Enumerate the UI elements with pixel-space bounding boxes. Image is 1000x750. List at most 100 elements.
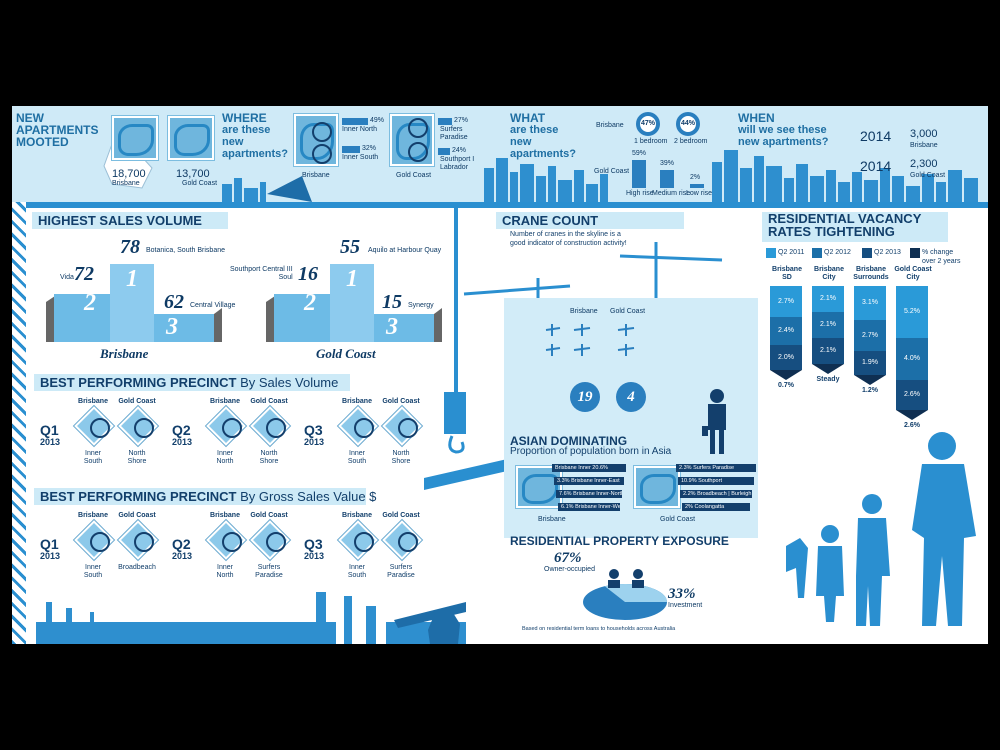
vacancy-segment: 2.7% <box>770 286 802 317</box>
precinct-value-title: BEST PERFORMING PRECINCT By Gross Sales … <box>34 488 376 505</box>
what-brisbane-label: Brisbane <box>596 122 624 129</box>
brisbane-header: Brisbane <box>78 512 108 519</box>
crane-tower-left <box>12 202 26 644</box>
what-subtitle: are these new apartments? <box>510 124 577 160</box>
asian-brisbane-row: 7.6% Brisbane Inner-North <box>556 490 622 498</box>
southport-bar <box>438 148 450 155</box>
goldcoast-header: Gold Coast <box>118 398 156 405</box>
inner-north-pct: 49% <box>370 117 385 124</box>
vacancy-col-header: Gold Coast City <box>894 266 932 281</box>
goldcoast-crane-count: 4 <box>616 382 646 412</box>
asian-brisbane-row: 3.3% Brisbane Inner-East <box>554 477 624 485</box>
vacancy-col-header: Brisbane SD <box>772 266 802 281</box>
brisbane-precinct: Inner South <box>83 564 103 579</box>
goldcoast-precinct: Broadbeach <box>118 564 156 571</box>
legend-swatch-change <box>910 248 920 258</box>
brisbane-podium-label: Brisbane <box>100 346 149 361</box>
magnifier-icon <box>398 418 418 438</box>
g3-name: Synergy <box>408 302 434 309</box>
investment-label: Investment <box>668 602 703 609</box>
goldcoast-map-thumb <box>168 116 214 160</box>
g2-name: Southport Central III Soul <box>230 266 293 281</box>
b1-num: 78 <box>120 236 140 258</box>
owner-pct: 67% <box>554 550 582 566</box>
goldcoast-count: 13,700 <box>176 168 210 180</box>
where-subtitle: are these new apartments? <box>222 124 289 160</box>
exposure-note: Based on residential term loans to house… <box>522 626 676 632</box>
brisbane-header: Brisbane <box>342 512 372 519</box>
goldcoast-label: Gold Coast <box>182 180 218 187</box>
vacancy-segment: 2.1% <box>812 312 844 338</box>
where-brisbane-label: Brisbane <box>302 172 330 179</box>
brisbane-header: Brisbane <box>342 398 372 405</box>
vacancy-segment: 2.1% <box>812 338 844 364</box>
asian-brisbane-row: Brisbane Inner 20.6% <box>552 464 626 472</box>
vacancy-change: 0.7% <box>778 382 794 389</box>
inner-south-pct: 32% <box>362 145 377 152</box>
asian-goldcoast-map <box>634 466 680 508</box>
crane-cable <box>454 208 458 408</box>
magnifier-icon <box>354 418 374 438</box>
southport-pct: 24% <box>452 147 467 154</box>
goldcoast-header: Gold Coast <box>382 398 420 405</box>
legend-2012: Q2 2012 <box>824 249 851 256</box>
infographic: NEW APARTMENTS MOOTED 18,700 Brisbane 13… <box>12 106 988 644</box>
rank-2: 2 <box>84 290 96 316</box>
family-silhouette <box>786 432 976 626</box>
magnifier-icon <box>222 418 242 438</box>
businessman-icon <box>702 389 726 454</box>
b3-num: 62 <box>164 291 184 313</box>
year-label: 2013 <box>40 551 61 561</box>
when-city-1: Brisbane <box>910 142 938 149</box>
goldcoast-precinct: North Shore <box>391 450 411 465</box>
where-title: WHERE <box>222 111 267 125</box>
goldcoast-precinct: Surfers Paradise <box>255 564 283 579</box>
legend-change: % change over 2 years <box>922 249 961 265</box>
rank-3: 3 <box>166 314 178 340</box>
med-pct: 39% <box>660 160 675 167</box>
inner-south-label: Inner South <box>342 154 379 161</box>
brisbane-header: Brisbane <box>210 398 240 405</box>
crane-jib-top <box>26 202 988 208</box>
high-rise-bar <box>632 160 646 188</box>
vacancy-segment: 4.0% <box>896 338 928 380</box>
vacancy-change: 1.2% <box>862 387 878 394</box>
brisbane-count: 18,700 <box>112 168 146 180</box>
skyline-bottom <box>36 592 466 644</box>
asian-title: ASIAN DOMINATING <box>510 434 628 448</box>
when-title: WHEN <box>738 111 775 125</box>
down-arrow-icon <box>812 364 844 374</box>
vacancy-col-header: Brisbane City <box>814 266 844 281</box>
crane-brisbane-label: Brisbane <box>570 308 598 315</box>
b3-name: Central Village <box>190 302 236 309</box>
two-bed-donut: 44% <box>676 112 700 136</box>
magnifier-icon <box>408 118 428 138</box>
legend-2011: Q2 2011 <box>778 249 805 256</box>
goldcoast-header: Gold Coast <box>118 512 156 519</box>
crane-goldcoast-label: Gold Coast <box>610 308 646 315</box>
goldcoast-precinct: Surfers Paradise <box>387 564 415 579</box>
asian-brisbane-map <box>516 466 562 508</box>
magnifier-icon <box>134 418 154 438</box>
crane-desc: Number of cranes in the skyline is a goo… <box>510 231 627 247</box>
magnifier-icon <box>312 144 332 164</box>
brisbane-map-thumb <box>112 116 158 160</box>
brisbane-header: Brisbane <box>210 512 240 519</box>
new-apartments-title: NEW APARTMENTS MOOTED <box>16 111 99 149</box>
crane-count-title: CRANE COUNT <box>496 212 684 229</box>
down-arrow-icon <box>896 410 928 420</box>
rank-1: 1 <box>126 266 138 292</box>
when-value-2: 2,300 <box>910 158 938 170</box>
magnifier-icon <box>312 122 332 142</box>
what-title: WHAT <box>510 111 546 125</box>
goldcoast-podium-label: Gold Coast <box>316 346 376 361</box>
vacancy-segment: 2.1% <box>812 286 844 312</box>
down-arrow-icon <box>770 370 802 380</box>
southport-label: Southport I Labrador <box>440 156 475 171</box>
when-year-1: 2014 <box>860 128 892 144</box>
legend-swatch-2013 <box>862 248 872 258</box>
g1-name: Aquilo at Harbour Quay <box>368 247 442 254</box>
inner-south-bar <box>342 146 360 153</box>
inner-north-bar <box>342 118 368 125</box>
brisbane-precinct: Inner South <box>347 450 367 465</box>
